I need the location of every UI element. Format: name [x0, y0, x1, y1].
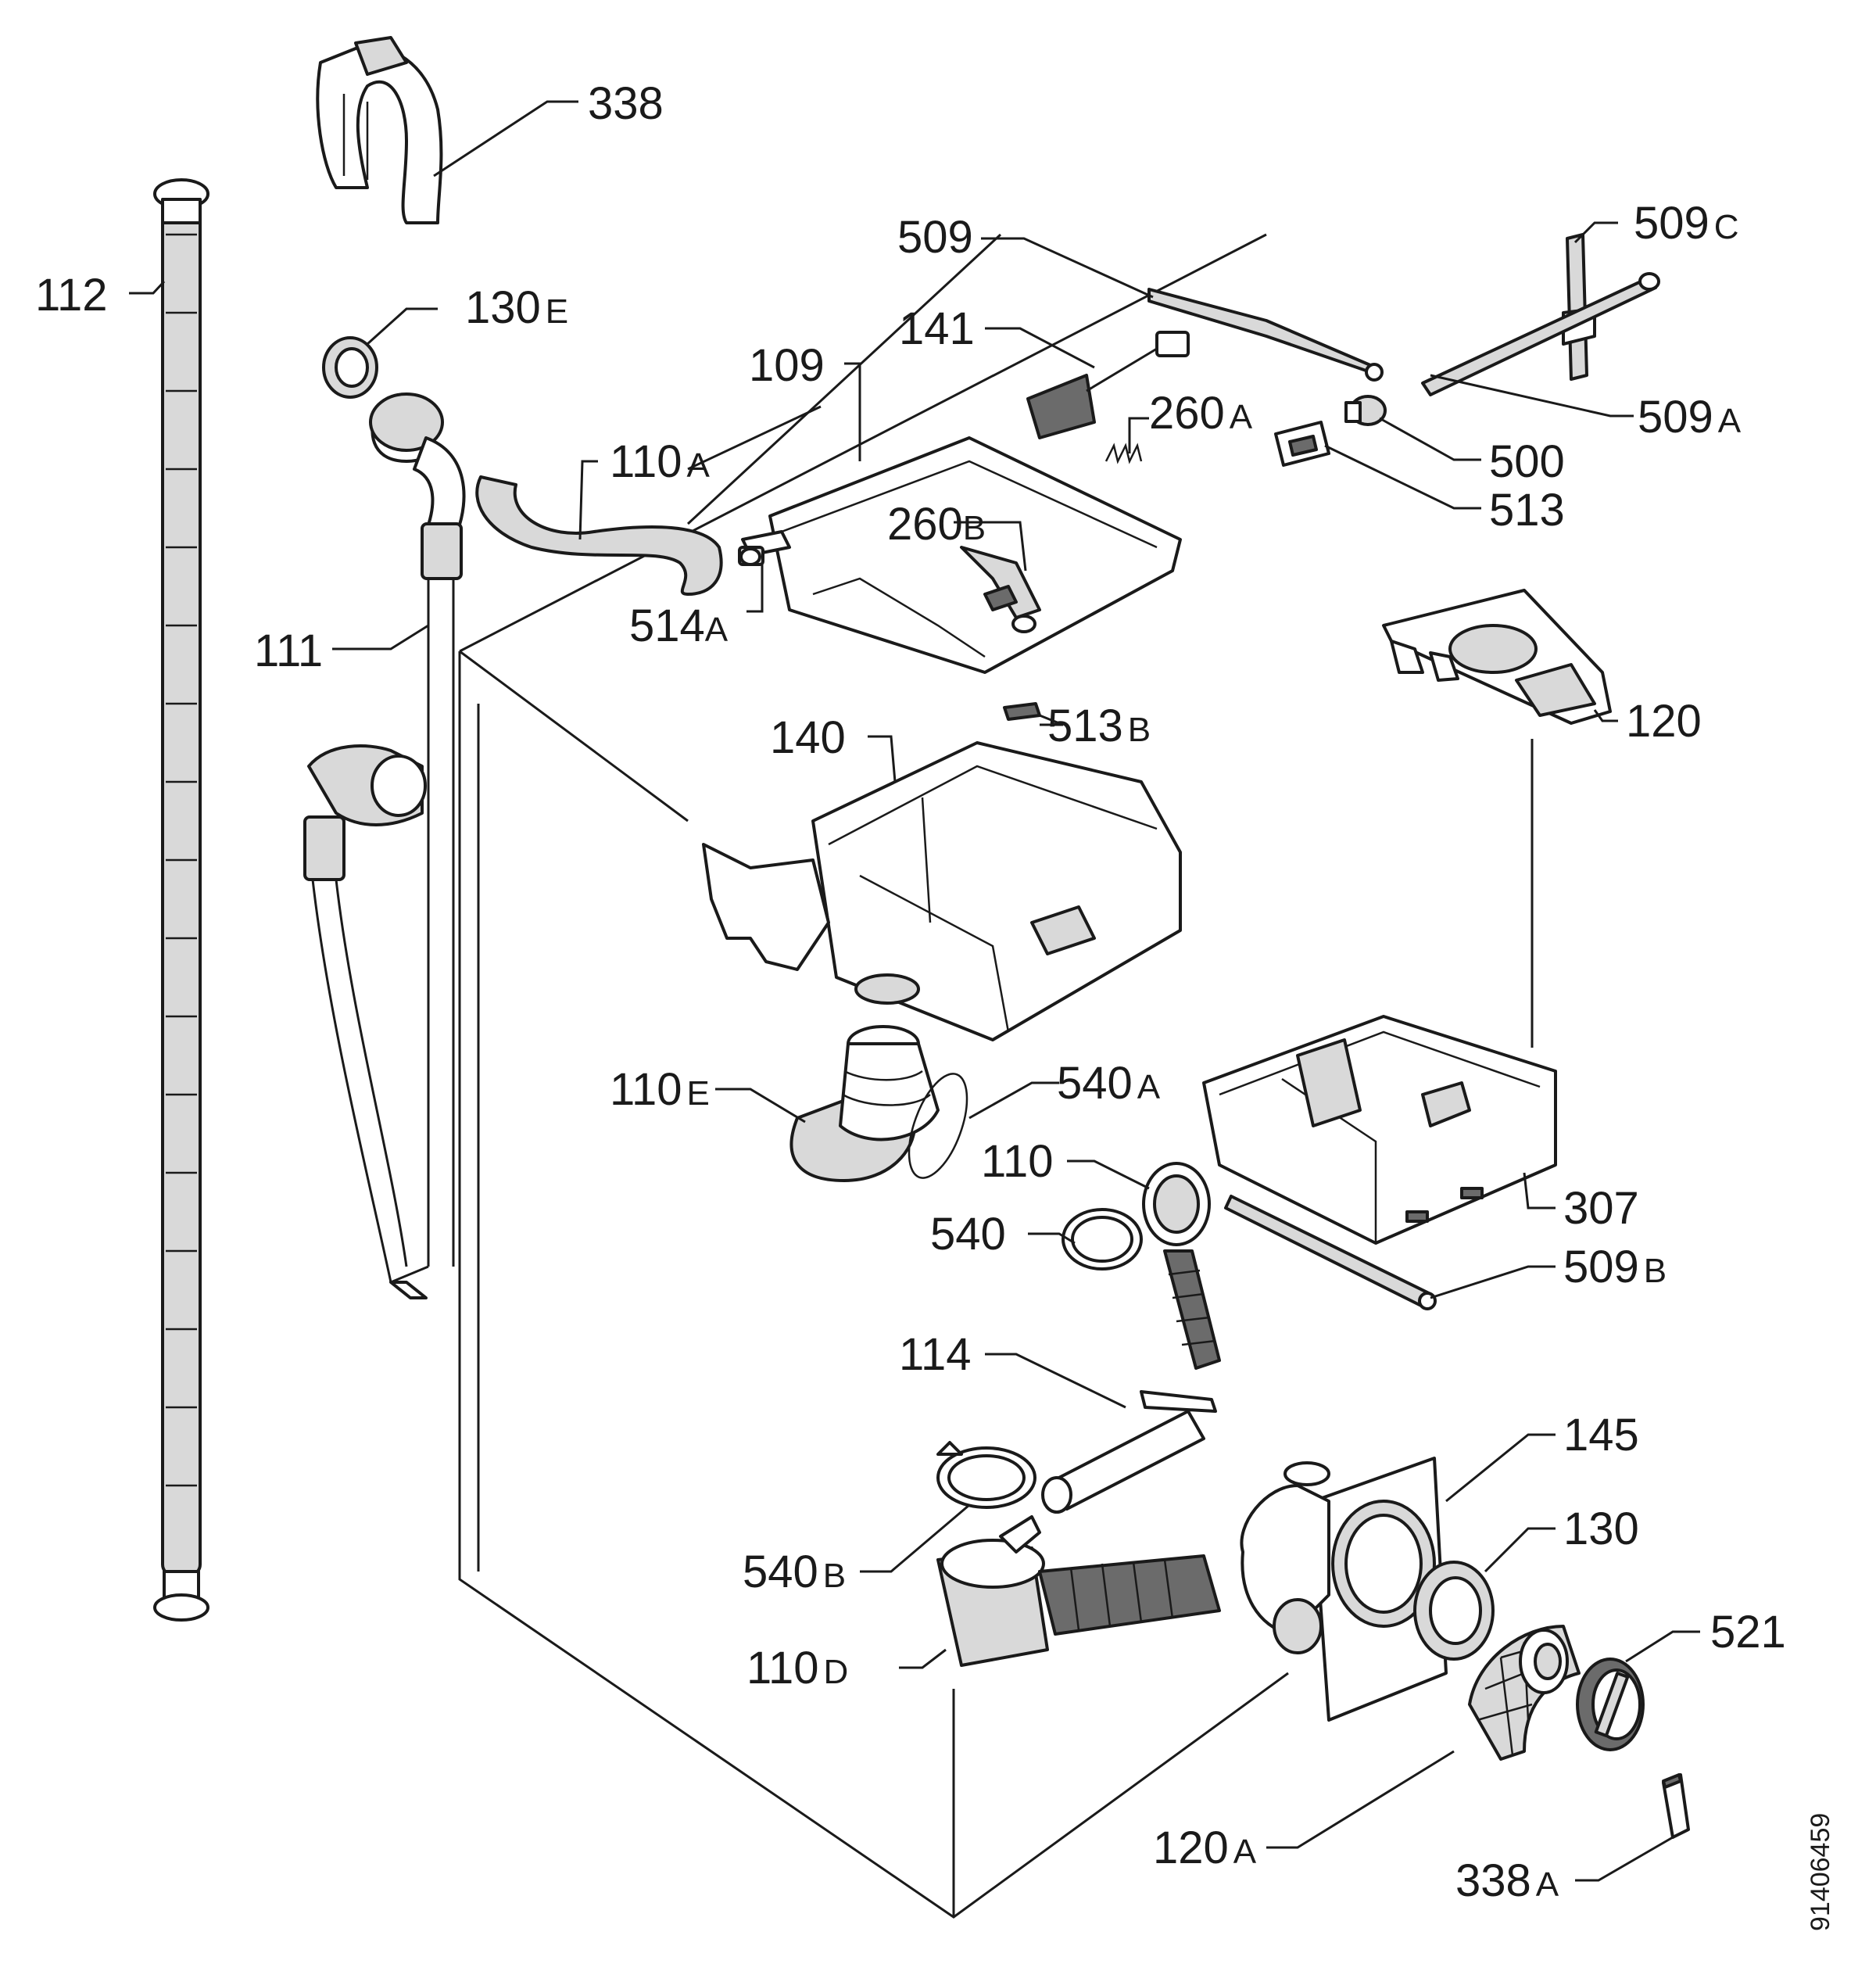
part-130e-seal-ring — [322, 336, 378, 399]
label-500: 500 — [1489, 436, 1565, 487]
label-130: 130 — [1563, 1503, 1639, 1554]
part-145-drain-pump — [1240, 1457, 1448, 1722]
label-111: 111 — [254, 625, 323, 676]
part-513-switch — [1274, 421, 1330, 467]
part-540b-clamp — [936, 1441, 1036, 1509]
label-114: 114 — [899, 1329, 971, 1380]
part-110a-hose — [475, 475, 723, 596]
part-514a-connector — [738, 546, 764, 566]
label-521: 521 — [1710, 1607, 1786, 1658]
leader-lines — [129, 100, 1700, 1882]
part-109-dispenser-frame — [741, 436, 1182, 674]
label-109: 109 — [749, 340, 825, 391]
part-338-hose-guide — [316, 36, 443, 224]
part-338a-cover-flap — [1662, 1773, 1690, 1839]
label-110: 110 — [981, 1136, 1053, 1187]
label-260b: 260B — [887, 499, 986, 550]
part-141-solenoid-valve — [1026, 331, 1190, 439]
part-114-pipe — [1041, 1390, 1217, 1514]
part-140-dispenser-housing — [702, 741, 1182, 1041]
part-540-clamp — [1062, 1208, 1143, 1271]
part-509a-rod — [1421, 272, 1660, 396]
part-120a-filter — [1468, 1625, 1581, 1761]
part-120-drawer-cover — [1382, 589, 1612, 725]
label-307: 307 — [1563, 1183, 1639, 1234]
part-521-filter-cap — [1576, 1658, 1645, 1751]
part-112-drain-hose — [153, 178, 209, 1622]
part-307-detergent-drawer — [1202, 1015, 1557, 1245]
part-111-inlet-hose — [303, 392, 466, 1299]
cabinet-outline — [458, 233, 1534, 1919]
part-260a-spring — [1104, 443, 1143, 464]
label-112: 112 — [35, 270, 107, 321]
part-110d-sump-hose — [936, 1515, 1221, 1667]
label-140: 140 — [770, 712, 846, 763]
label-145: 145 — [1563, 1410, 1639, 1460]
part-509-lever — [1147, 288, 1384, 382]
part-110e-bellows — [789, 1025, 940, 1182]
label-513: 513 — [1489, 485, 1565, 536]
part-500-knob — [1344, 395, 1387, 426]
part-509b-rod — [1224, 1195, 1437, 1310]
label-509: 509 — [897, 212, 973, 263]
label-338: 338 — [588, 78, 664, 129]
part-540a-clamp — [908, 1073, 968, 1179]
diagram-code: 91406459 — [1806, 1813, 1835, 1931]
part-130-seal-ring — [1413, 1561, 1495, 1661]
part-513b-clip — [1003, 702, 1041, 721]
label-540: 540 — [930, 1209, 1006, 1260]
label-120: 120 — [1626, 696, 1702, 747]
label-514a: 514A — [629, 600, 729, 651]
part-110-bellows-hose — [1142, 1162, 1221, 1370]
label-141: 141 — [899, 303, 975, 354]
